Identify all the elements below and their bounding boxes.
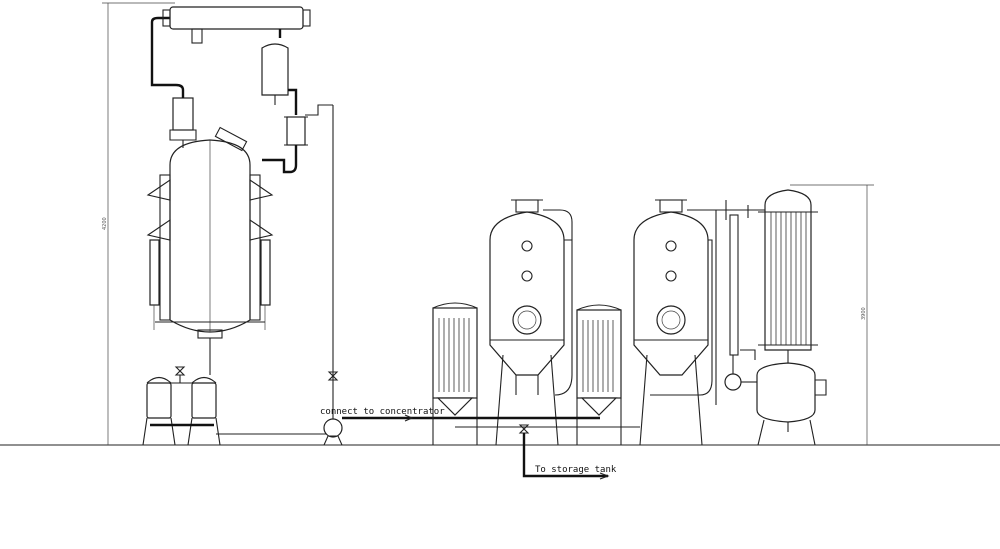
tube-condenser: [716, 189, 818, 356]
oil-water-separator: [262, 104, 334, 430]
dimension-left-label: 4200: [102, 217, 108, 230]
evaporator-2: [633, 199, 717, 446]
transfer-pump: [216, 371, 450, 446]
heater-1: [432, 302, 478, 445]
heater-2: [576, 304, 622, 445]
storage-label: To storage tank: [535, 465, 617, 475]
interconnect-piping: [450, 416, 640, 480]
dimension-right: 3900: [790, 184, 874, 445]
connect-label: connect to concentrator: [320, 407, 445, 417]
evaporator-1: [489, 199, 573, 446]
extraction-tank: [146, 97, 274, 375]
dimension-left: 4200: [102, 2, 175, 445]
receiver-tank: [724, 349, 827, 446]
overhead-condenser: [150, 6, 311, 115]
dimension-right-label: 3900: [861, 307, 867, 320]
filter-pair: [142, 366, 221, 446]
